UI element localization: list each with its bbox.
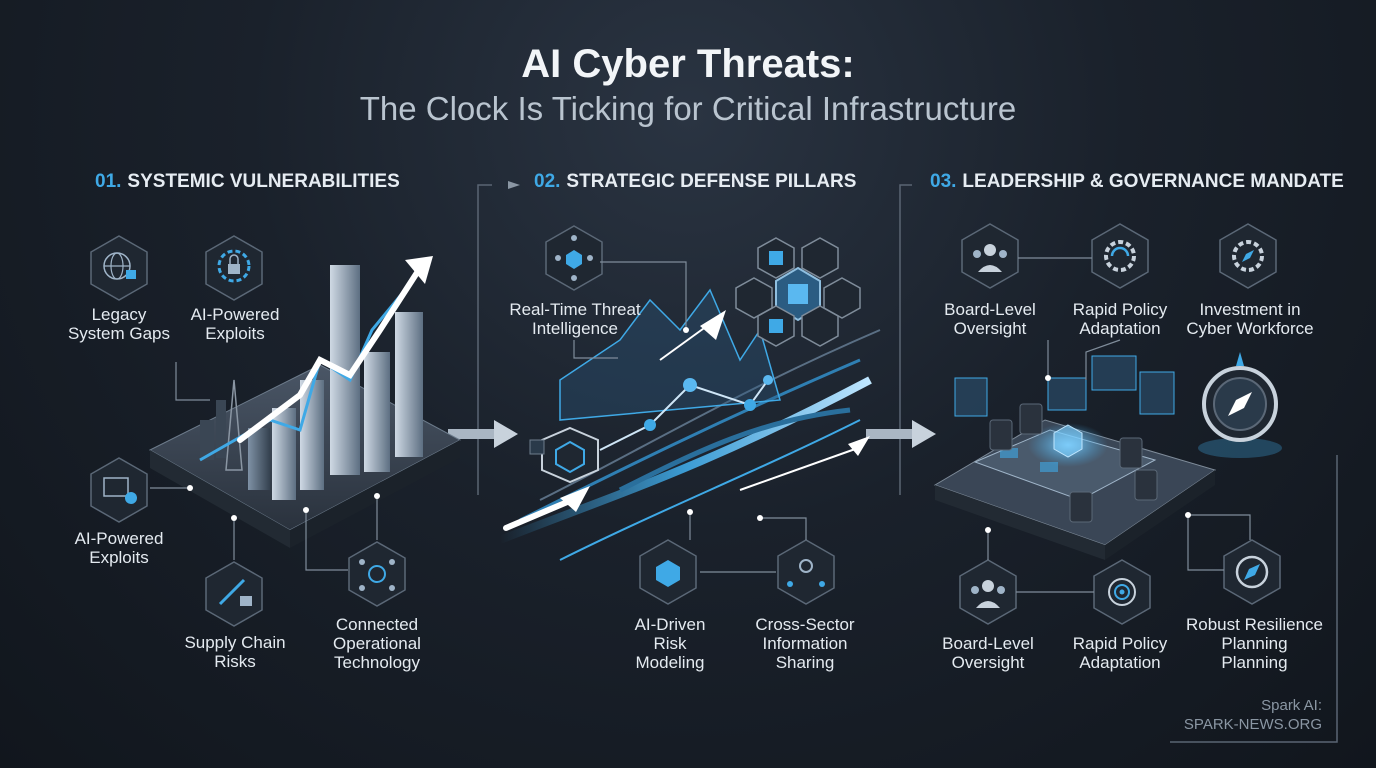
page-subtitle: The Clock Is Ticking for Critical Infras… bbox=[359, 90, 1017, 127]
connector-dots bbox=[985, 375, 1191, 533]
label-cross-sector-information-sharing: Cross-Sector Information Sharing bbox=[755, 615, 855, 672]
label-investment-in-cyber-workforce: Investment in Cyber Workforce bbox=[1186, 300, 1314, 338]
credit-line-1: Spark AI: bbox=[1261, 697, 1322, 714]
section-number: 03. bbox=[930, 171, 957, 192]
globe-lock-icon bbox=[90, 235, 148, 301]
section-title: SYSTEMIC VULNERABILITIES bbox=[127, 171, 400, 192]
section-1-heading: 01.SYSTEMIC VULNERABILITIES bbox=[95, 171, 400, 193]
flow-arrow-1 bbox=[448, 420, 518, 448]
target-gear-icon bbox=[1093, 559, 1151, 625]
section-3-heading: 03.LEADERSHIP & GOVERNANCE MANDATE bbox=[930, 171, 1344, 193]
gear-refresh-icon bbox=[1091, 223, 1149, 289]
section-number: 02. bbox=[534, 171, 561, 192]
hexagon-cluster bbox=[735, 237, 861, 347]
connector-lines bbox=[987, 257, 1251, 593]
label-robust-resilience-planning: Robust Resilience Planning Planning bbox=[1185, 615, 1323, 672]
connector-lines bbox=[573, 261, 807, 573]
page-title: AI Cyber Threats: bbox=[521, 42, 855, 86]
connector-dots bbox=[187, 485, 380, 521]
connector-dots bbox=[683, 327, 763, 521]
label-ai-powered-exploits: AI-Powered Exploits bbox=[74, 529, 164, 567]
section-number: 01. bbox=[95, 171, 122, 192]
label-legacy-system-gaps: Legacy System Gaps bbox=[67, 305, 171, 343]
divider-line bbox=[1170, 455, 1338, 743]
supply-chain-icon bbox=[205, 561, 263, 627]
people-group-icon bbox=[959, 559, 1017, 625]
network-hub-icon bbox=[348, 541, 406, 607]
gear-compass-icon bbox=[1219, 223, 1277, 289]
label-board-level-oversight: Board-Level Oversight bbox=[944, 300, 1036, 338]
label-board-level-oversight: Board-Level Oversight bbox=[942, 634, 1034, 672]
dashboard-lock-icon bbox=[90, 457, 148, 523]
hexagon-cube-icon bbox=[639, 539, 697, 605]
divider-line bbox=[899, 184, 912, 495]
section-2-heading: 02.STRATEGIC DEFENSE PILLARS bbox=[534, 171, 856, 193]
boardroom-illustration bbox=[933, 355, 1217, 560]
gear-lock-icon bbox=[205, 235, 263, 301]
section-title: LEADERSHIP & GOVERNANCE MANDATE bbox=[962, 171, 1344, 192]
label-supply-chain-risks: Supply Chain Risks bbox=[184, 633, 286, 671]
credit-line-2: SPARK-NEWS.ORG bbox=[1183, 716, 1322, 733]
city-bar-chart-illustration bbox=[148, 256, 462, 548]
divider-line bbox=[477, 184, 492, 495]
compass-icon bbox=[1223, 539, 1281, 605]
label-real-time-threat-intelligence: Real-Time Threat Intelligence bbox=[509, 300, 641, 338]
label-rapid-policy-adaptation: Rapid Policy Adaptation bbox=[1072, 634, 1168, 672]
network-hex-icon bbox=[545, 225, 603, 291]
label-connected-operational-technology: Connected Operational Technology bbox=[333, 615, 421, 672]
defense-network-illustration bbox=[498, 237, 881, 561]
label-rapid-policy-adaptation: Rapid Policy Adaptation bbox=[1072, 300, 1168, 338]
arrow-icon bbox=[508, 181, 520, 189]
share-nodes-icon bbox=[777, 539, 835, 605]
section-title: STRATEGIC DEFENSE PILLARS bbox=[566, 171, 857, 192]
connector-lines bbox=[150, 362, 378, 571]
hexagon-cube-icon bbox=[529, 426, 599, 484]
source-credit: Spark AI: SPARK-NEWS.ORG bbox=[1184, 696, 1322, 734]
flow-arrow-2 bbox=[866, 420, 936, 448]
people-group-icon bbox=[961, 223, 1019, 289]
compass-illustration bbox=[1198, 352, 1282, 458]
label-ai-driven-risk-modeling: AI-Driven Risk Modeling bbox=[634, 615, 706, 672]
label-ai-powered-exploits: AI-Powered Exploits bbox=[190, 305, 280, 343]
